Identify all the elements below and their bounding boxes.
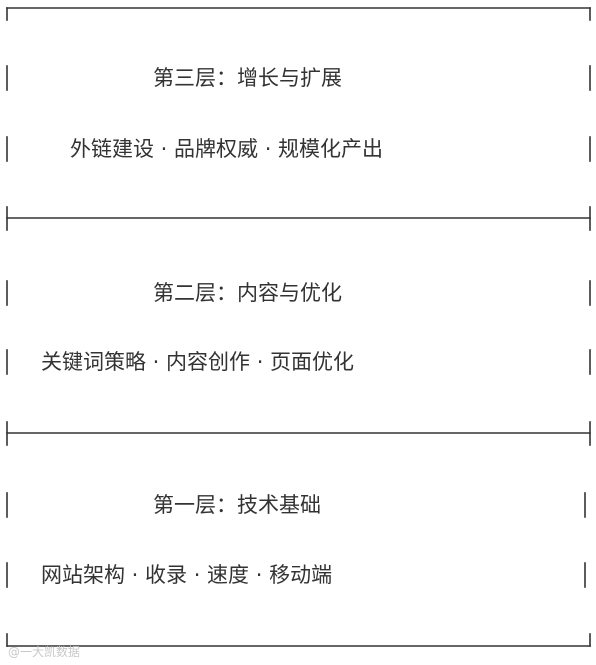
layer-1-items: 网站架构 · 收录 · 速度 · 移动端 <box>41 563 333 587</box>
layer-3-items: 外链建设 · 品牌权威 · 规模化产出 <box>70 137 384 161</box>
layer-2-items: 关键词策略 · 内容创作 · 页面优化 <box>41 350 355 374</box>
layer-1-title: 第一层：技术基础 <box>153 493 321 517</box>
watermark-logo: @一大凯数据 <box>8 645 81 659</box>
layer-3-title: 第三层：增长与扩展 <box>153 66 342 90</box>
layer-2-title: 第二层：内容与优化 <box>153 281 342 305</box>
